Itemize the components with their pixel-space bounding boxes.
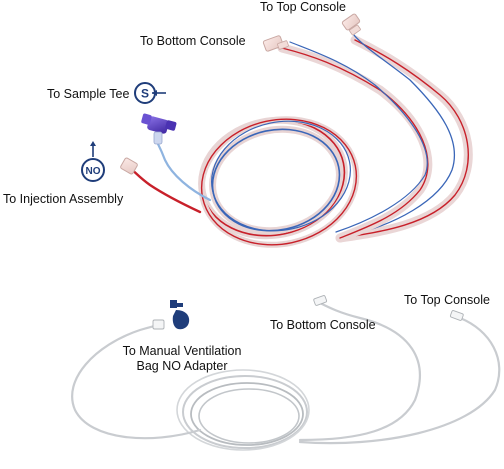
injection-connector bbox=[120, 157, 138, 175]
top-console-connector bbox=[341, 13, 361, 36]
top-console-label: To Top Console bbox=[260, 0, 346, 14]
bottom-tubing-coil bbox=[176, 369, 310, 451]
top-tubing-coil bbox=[198, 116, 360, 248]
top-console-leads bbox=[277, 29, 473, 243]
top-console-label-lower: To Top Console bbox=[404, 293, 490, 307]
sample-tee-symbol: S bbox=[141, 87, 149, 101]
bottom-console-connector bbox=[262, 35, 289, 52]
nitric-oxide-icon: NO bbox=[81, 141, 105, 182]
manual-bag-lead bbox=[71, 323, 202, 440]
manual-bag-connector bbox=[152, 319, 165, 330]
manual-bag-label: To Manual Ventilation Bag NO Adapter bbox=[112, 344, 252, 374]
bottom-console-label-lower: To Bottom Console bbox=[270, 318, 376, 332]
bottom-console-connector-lower bbox=[313, 295, 328, 306]
bottom-console-label: To Bottom Console bbox=[140, 34, 246, 48]
no-symbol: NO bbox=[86, 166, 101, 177]
top-console-lead bbox=[298, 316, 501, 445]
no-adapter-icon bbox=[170, 300, 190, 330]
sample-tee-valve bbox=[141, 113, 177, 145]
bottom-console-lead bbox=[298, 301, 421, 442]
injection-assembly-label: To Injection Assembly bbox=[3, 192, 124, 206]
sample-tee-icon: S bbox=[134, 82, 166, 104]
manual-bag-label-line1: To Manual Ventilation bbox=[122, 344, 242, 358]
sample-tee-label: To Sample Tee bbox=[47, 87, 130, 101]
manual-bag-label-line2: Bag NO Adapter bbox=[136, 359, 228, 373]
top-console-connector-lower bbox=[449, 310, 464, 321]
top-tubing-assembly bbox=[120, 13, 473, 248]
bottom-tubing-assembly bbox=[71, 301, 501, 451]
injection-lead bbox=[128, 142, 212, 214]
